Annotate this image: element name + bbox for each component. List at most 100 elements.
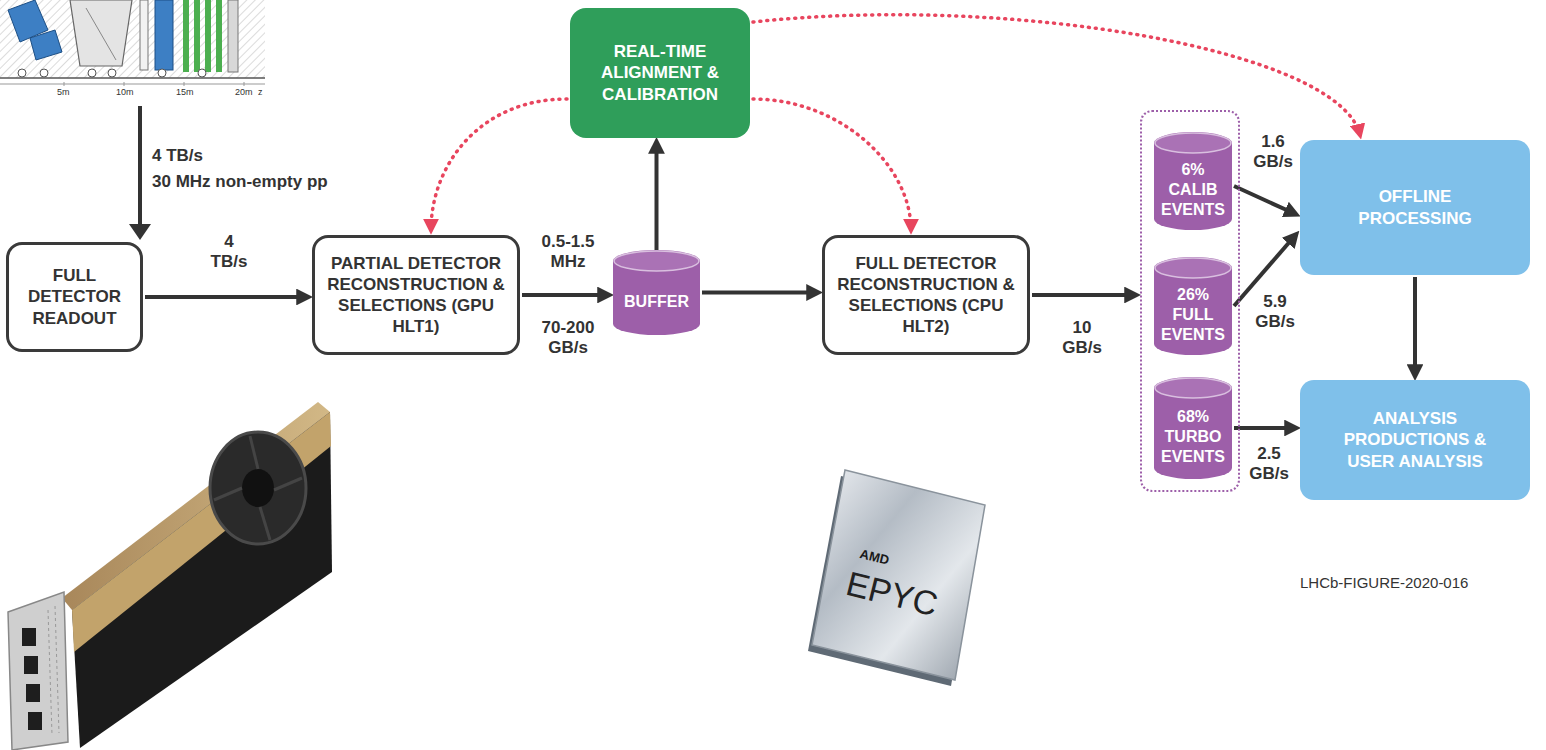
cylinder-body [613,250,700,335]
detector-wheel [108,69,116,77]
data-flow-arrow [1234,186,1296,214]
data-flow-arrow [655,142,659,252]
gpu-fan-hub [242,469,274,507]
alignment-box: REAL-TIME ALIGNMENT & CALIBRATION [570,8,750,138]
storage-cylinder: 68% TURBO EVENTS [1154,377,1232,479]
gpu-fan [210,432,306,544]
cylinder-top [1155,133,1231,153]
gpu-bracket-vent [48,610,52,735]
gpu-gold-band [72,412,331,652]
gpu-port [24,656,38,674]
scale-label: 10m [116,87,134,98]
rate-label: 2.5 GB/s [1246,444,1292,485]
rate-label: 30 MHz non-empty pp [152,172,328,192]
event-group: 6% CALIB EVENTS 26% FULL EVENTS 68% TURBO … [1140,110,1240,492]
data-flow-arrow [522,293,609,297]
process-box: PARTIAL DETECTOR RECONSTRUCTION & SELECT… [312,235,520,355]
gpu-port [26,684,40,702]
cylinder-top [1155,378,1231,398]
node-text: PARTIAL DETECTOR RECONSTRUCTION & SELECT… [325,253,507,338]
cylinder-top [1155,258,1231,278]
data-flow-arrow [145,295,308,299]
magnet-shape [70,0,132,66]
storage-cylinder: 26% FULL EVENTS [1154,257,1232,355]
detector-block [228,0,238,72]
gpu-port [22,628,36,646]
cylinder-body [1154,377,1232,479]
axis-label: z [258,87,263,98]
rate-label: 5.9 GB/s [1252,292,1298,333]
muon-station [194,0,200,72]
detector-block [140,0,148,70]
data-flow-arrow [1032,293,1136,297]
cylinder-body [1154,257,1232,355]
scale-axis [0,84,265,85]
scale-tick [244,82,245,86]
storage-cylinder: 6% CALIB EVENTS [1154,132,1232,230]
gpu-fan-blade [274,478,302,490]
rate-label: 10 GB/s [1055,318,1109,359]
output-box: OFFLINE PROCESSING [1300,140,1530,275]
gpu-fan-blade [250,436,258,469]
muon-station [183,0,189,72]
muon-station [205,0,211,72]
detector-hatching [0,0,265,78]
detector-wheel [158,69,166,77]
detector-wheel [198,69,206,77]
calibration-arrow [753,15,1360,135]
detector-illustration [0,0,265,86]
scale-label: 20m [235,87,253,98]
gpu-bracket [8,592,68,750]
scale-tick [184,82,185,86]
muon-station [216,0,222,72]
rate-label: 70-200 GB/s [530,318,606,359]
calibration-arrow [431,99,567,230]
detector-wheel [88,69,96,77]
scale-tick [124,82,125,86]
node-text: FULL DETECTOR READOUT [23,265,126,329]
floor-line [0,77,265,79]
scale-label: 5m [57,87,70,98]
calibration-arrow [753,99,911,230]
gpu-illustration [8,402,332,750]
gpu-fan-blade [214,488,242,500]
detector-block [155,0,173,70]
output-box: ANALYSIS PRODUCTIONS & USER ANALYSIS [1300,380,1530,500]
data-flow-arrow [1413,277,1417,376]
scale-tick [64,82,65,86]
rate-label: 1.6 GB/s [1250,132,1296,173]
node-text: BUFFER [617,292,696,312]
readout-arrow [138,106,142,226]
readout-arrowhead [129,224,151,240]
node-text: 6% CALIB EVENTS [1158,160,1228,220]
detector-wheel [40,69,48,77]
scale-label: 15m [176,87,194,98]
data-flow-arrow [702,291,818,295]
gpu-bracket-vent [55,606,59,733]
node-text: FULL DETECTOR RECONSTRUCTION & SELECTION… [835,253,1017,338]
gpu-port [28,712,42,730]
node-text: REAL-TIME ALIGNMENT & CALIBRATION [582,41,738,105]
cpu-lid [812,470,985,680]
process-box: FULL DETECTOR RECONSTRUCTION & SELECTION… [822,235,1030,355]
detector-line [86,8,116,60]
node-text: OFFLINE PROCESSING [1334,186,1496,229]
gpu-body [72,412,332,748]
node-text: ANALYSIS PRODUCTIONS & USER ANALYSIS [1334,408,1496,472]
process-box: FULL DETECTOR READOUT [6,242,143,352]
figure-reference: LHCb-FIGURE-2020-016 [1300,574,1468,592]
data-flow-arrow [1234,426,1296,430]
detector-block [30,30,62,60]
cylinder-top [614,251,699,271]
node-text: 68% TURBO EVENTS [1158,407,1228,467]
rate-label: 4 TB/s [205,232,253,273]
gpu-fan-blade [260,507,270,540]
cpu-illustration [808,470,985,686]
rate-label: 0.5-1.5 MHz [530,232,606,273]
rate-label: 4 TB/s [152,146,203,166]
storage-cylinder: BUFFER [613,250,700,335]
detector-wheel [18,69,26,77]
